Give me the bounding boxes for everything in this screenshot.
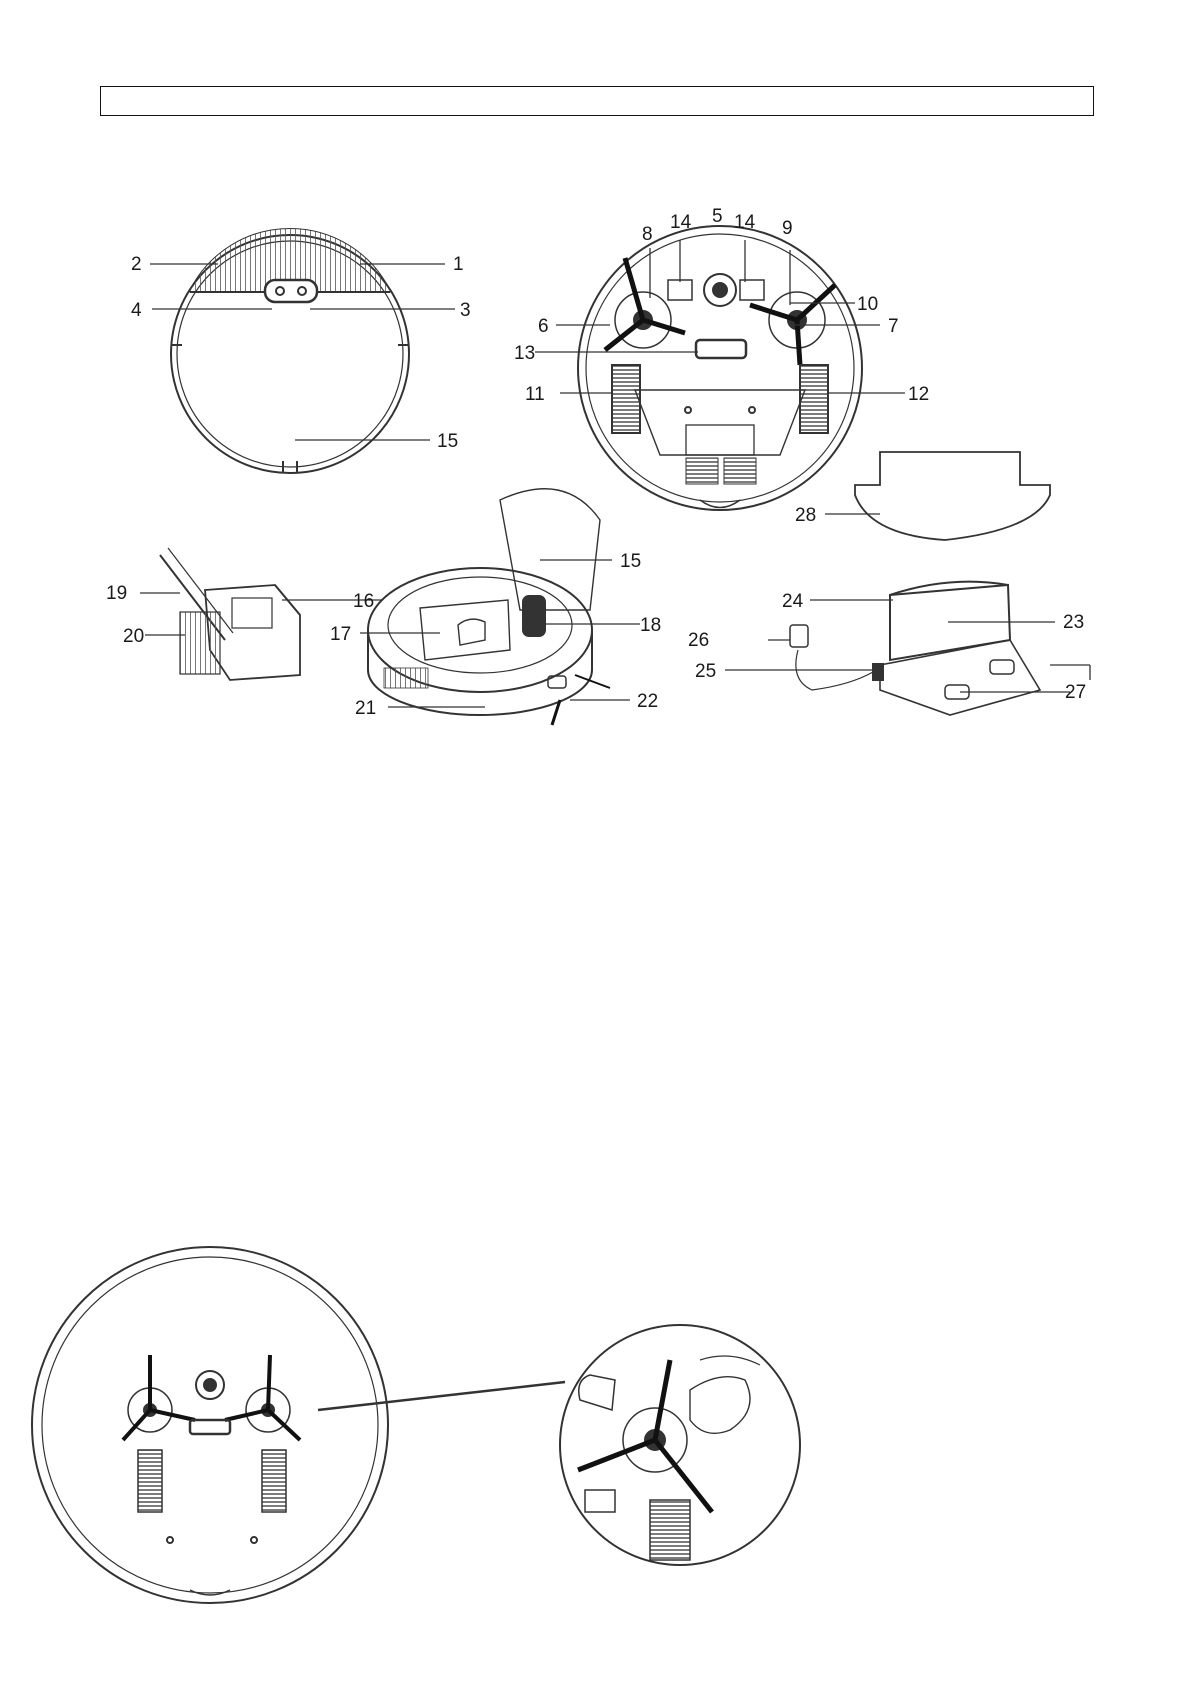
label-22: 22: [637, 691, 658, 712]
label-6: 6: [538, 316, 549, 337]
robot-open-view: [368, 489, 610, 725]
label-4: 4: [131, 300, 142, 321]
label-18: 18: [640, 615, 661, 636]
label-15-top: 15: [437, 431, 458, 452]
side-brush-removal-figure: [32, 1247, 800, 1603]
label-10: 10: [857, 294, 878, 315]
label-14-right: 14: [734, 212, 756, 233]
label-24: 24: [782, 591, 804, 612]
label-15-open: 15: [620, 551, 641, 572]
label-2: 2: [131, 254, 142, 275]
mop-cloth: [855, 452, 1050, 540]
label-1: 1: [453, 254, 464, 275]
robot-bottom-view: [578, 226, 862, 510]
label-3: 3: [460, 300, 471, 321]
label-9: 9: [782, 218, 793, 239]
label-13: 13: [514, 343, 535, 364]
charging-base: [790, 582, 1040, 715]
label-27: 27: [1065, 682, 1086, 703]
label-19: 19: [106, 583, 127, 604]
label-26: 26: [688, 630, 709, 651]
label-8: 8: [642, 224, 653, 245]
label-14-left: 14: [670, 212, 692, 233]
label-5: 5: [712, 206, 723, 227]
label-20: 20: [123, 626, 144, 647]
robot-top-view: [171, 228, 409, 473]
dust-bin: [160, 548, 300, 680]
label-21: 21: [355, 698, 376, 719]
label-17: 17: [330, 624, 351, 645]
label-25: 25: [695, 661, 716, 682]
label-16: 16: [353, 591, 374, 612]
label-12: 12: [908, 384, 929, 405]
label-23: 23: [1063, 612, 1084, 633]
label-7: 7: [888, 316, 899, 337]
label-11: 11: [525, 384, 545, 405]
label-28: 28: [795, 505, 816, 526]
